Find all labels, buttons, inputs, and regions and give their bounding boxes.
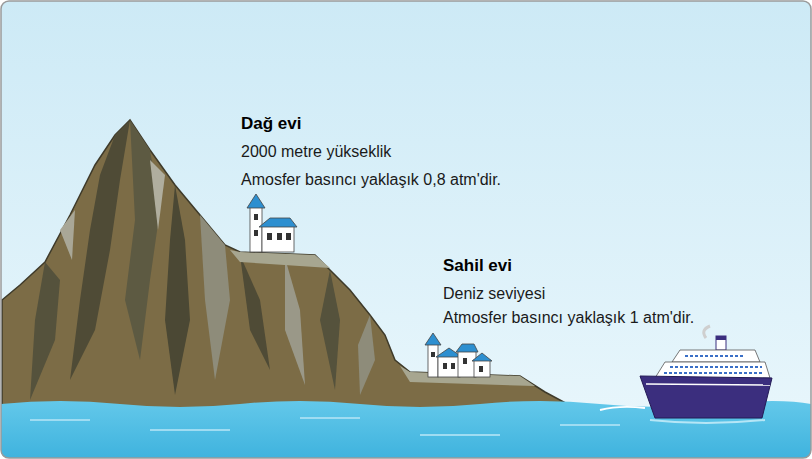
wave bbox=[30, 418, 620, 435]
pressure-note: Atmosfer basıncı yaklaşık 1 atm'dir. bbox=[443, 308, 694, 328]
coastal-house bbox=[425, 333, 492, 377]
ship bbox=[600, 326, 772, 423]
mountain-house bbox=[247, 194, 297, 252]
mountain bbox=[2, 120, 575, 418]
altitude-note: Deniz seviyesi bbox=[443, 284, 545, 304]
altitude-note: 2000 metre yükseklik bbox=[241, 142, 391, 162]
house-title: Sahil evi bbox=[443, 256, 512, 276]
pressure-note: Amosfer basıncı yaklaşık 0,8 atm'dir. bbox=[241, 170, 501, 190]
house-title: Dağ evi bbox=[241, 114, 301, 134]
